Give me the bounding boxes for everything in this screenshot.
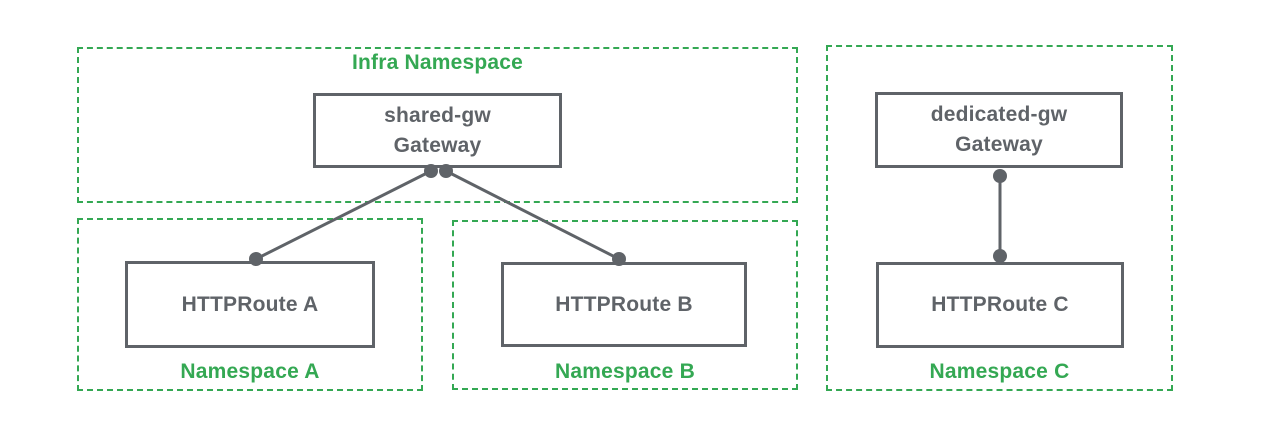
infra-namespace-label: Infra Namespace (351, 51, 524, 74)
namespace-a-label: Namespace A (180, 360, 320, 383)
httproute-b-label: HTTPRoute B (555, 292, 693, 316)
namespace-c-box (826, 45, 1173, 391)
shared-gw-type: Gateway (393, 133, 482, 157)
node-httproute-a: HTTPRoute A (125, 261, 375, 348)
shared-gw-name: shared-gw (384, 103, 491, 127)
node-httproute-b: HTTPRoute B (501, 262, 747, 347)
dedicated-gw-name: dedicated-gw (930, 103, 1068, 126)
namespace-b-box (452, 220, 798, 390)
dedicated-gw-type: Gateway (955, 133, 1043, 156)
node-shared-gw-gateway: shared-gw Gateway (313, 93, 562, 168)
httproute-a-label: HTTPRoute A (181, 292, 319, 316)
namespace-a-box (77, 218, 423, 391)
node-dedicated-gw-gateway: dedicated-gw Gateway (875, 92, 1123, 168)
httproute-c-label: HTTPRoute C (931, 293, 1069, 316)
namespace-b-label: Namespace B (555, 360, 695, 383)
infra-namespace-box (77, 47, 798, 203)
namespace-c-label: Namespace C (929, 360, 1070, 383)
node-httproute-c: HTTPRoute C (876, 262, 1124, 348)
